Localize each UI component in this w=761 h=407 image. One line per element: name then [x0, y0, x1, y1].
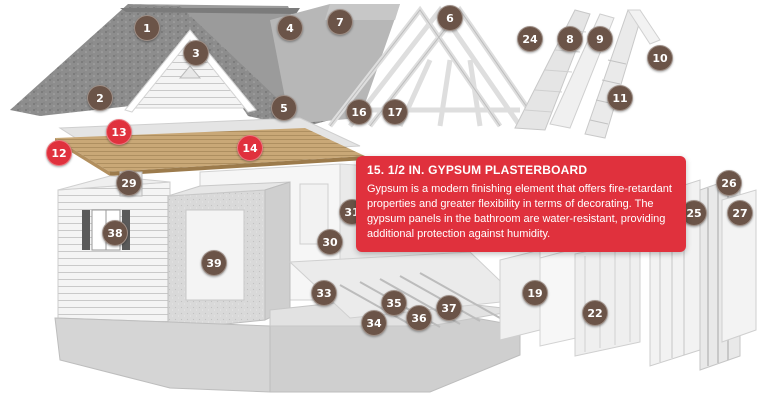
marker-39[interactable]: 39	[201, 250, 227, 276]
marker-16[interactable]: 16	[346, 99, 372, 125]
marker-4[interactable]: 4	[277, 15, 303, 41]
marker-24[interactable]: 24	[517, 26, 543, 52]
marker-38[interactable]: 38	[102, 220, 128, 246]
marker-9[interactable]: 9	[587, 26, 613, 52]
marker-12[interactable]: 12	[46, 140, 72, 166]
marker-13[interactable]: 13	[106, 119, 132, 145]
marker-30[interactable]: 30	[317, 229, 343, 255]
roof-ridge	[120, 8, 300, 14]
marker-17[interactable]: 17	[382, 99, 408, 125]
wall-layer-27	[721, 189, 757, 343]
marker-7[interactable]: 7	[327, 9, 353, 35]
marker-26[interactable]: 26	[716, 170, 742, 196]
marker-1[interactable]: 1	[134, 15, 160, 41]
marker-11[interactable]: 11	[607, 85, 633, 111]
marker-5[interactable]: 5	[271, 95, 297, 121]
marker-34[interactable]: 34	[361, 310, 387, 336]
marker-35[interactable]: 35	[381, 290, 407, 316]
marker-10[interactable]: 10	[647, 45, 673, 71]
marker-33[interactable]: 33	[311, 280, 337, 306]
tooltip-title: 15. 1/2 IN. GYPSUM PLASTERBOARD	[367, 163, 588, 177]
marker-36[interactable]: 36	[406, 305, 432, 331]
tooltip-description: Gypsum is a modern finishing element tha…	[367, 183, 672, 240]
marker-6[interactable]: 6	[437, 5, 463, 31]
gable-vent	[178, 65, 202, 79]
floor-panel	[55, 128, 365, 172]
marker-19[interactable]: 19	[522, 280, 548, 306]
marker-37[interactable]: 37	[436, 295, 462, 321]
roof-panel-10	[627, 9, 661, 45]
left-siding-wall	[57, 181, 171, 323]
marker-8[interactable]: 8	[557, 26, 583, 52]
roof-sheathing	[270, 4, 400, 124]
marker-2[interactable]: 2	[87, 85, 113, 111]
marker-22[interactable]: 22	[582, 300, 608, 326]
info-tooltip: 15. 1/2 IN. GYPSUM PLASTERBOARD Gypsum i…	[356, 156, 686, 252]
foundation	[54, 317, 271, 393]
marker-3[interactable]: 3	[183, 40, 209, 66]
window-shutter-left	[82, 210, 90, 250]
marker-27[interactable]: 27	[727, 200, 753, 226]
marker-14[interactable]: 14	[237, 135, 263, 161]
marker-29[interactable]: 29	[116, 170, 142, 196]
